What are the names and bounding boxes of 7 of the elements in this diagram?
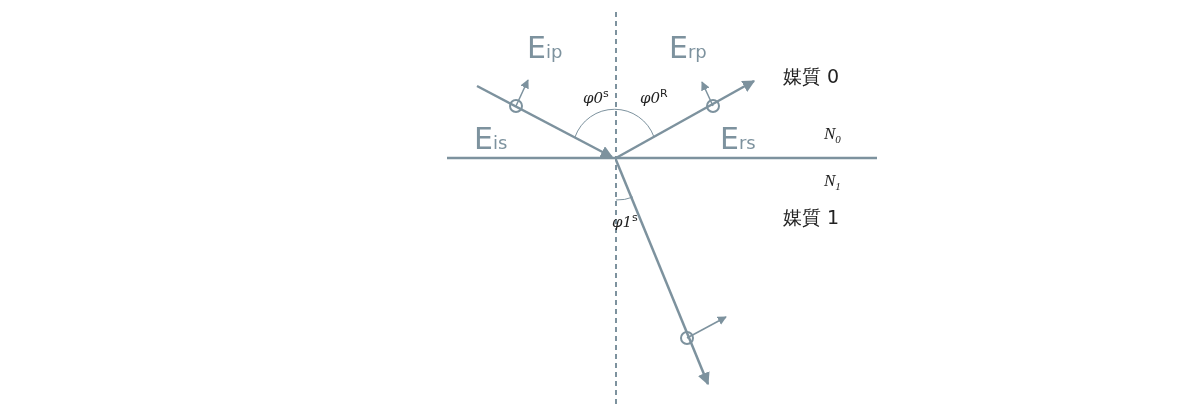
medium-label: 媒質 1 bbox=[783, 208, 840, 227]
index-label: N$_{0}$ bbox=[824, 125, 841, 146]
angle-label: φ0$^{s}$ bbox=[583, 88, 609, 106]
angle-label: φ1$^{s}$ bbox=[612, 212, 638, 230]
index-label: N$_{1}$ bbox=[824, 172, 841, 193]
medium-label: 媒質 0 bbox=[783, 67, 840, 86]
angle-label: φ0$^{R}$ bbox=[640, 88, 668, 106]
